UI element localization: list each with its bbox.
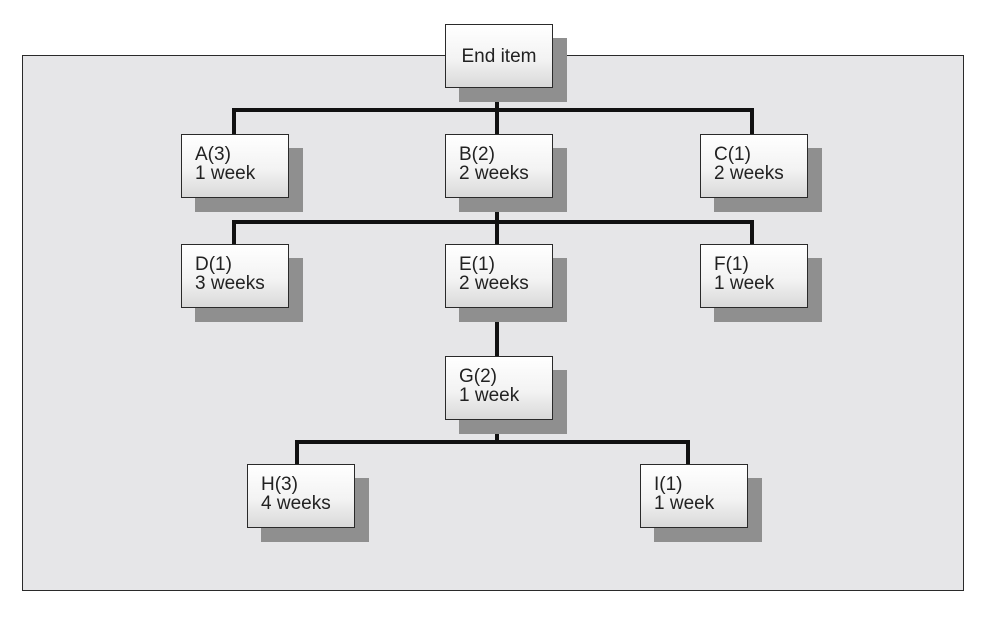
node-f-name: F(1)	[714, 254, 749, 275]
node-d-name: D(1)	[195, 254, 232, 275]
node-box: G(2) 1 week	[445, 356, 553, 420]
node-h-name: H(3)	[261, 474, 298, 495]
node-i-lead-time: 1 week	[654, 493, 715, 514]
node-a: A(3) 1 week	[181, 134, 303, 212]
node-c-name: C(1)	[714, 144, 751, 165]
node-d-lead-time: 3 weeks	[195, 273, 265, 294]
node-d: D(1) 3 weeks	[181, 244, 303, 322]
node-g-lead-time: 1 week	[459, 385, 520, 406]
node-end-item: End item	[445, 24, 567, 102]
node-box: C(1) 2 weeks	[700, 134, 808, 198]
node-end-item-label: End item	[461, 45, 537, 67]
node-a-lead-time: 1 week	[195, 163, 256, 184]
node-e-name: E(1)	[459, 254, 495, 275]
node-box: I(1) 1 week	[640, 464, 748, 528]
node-c-lead-time: 2 weeks	[714, 163, 784, 184]
node-g-name: G(2)	[459, 366, 497, 387]
node-box: F(1) 1 week	[700, 244, 808, 308]
node-i-name: I(1)	[654, 474, 683, 495]
node-h: H(3) 4 weeks	[247, 464, 369, 542]
node-box: B(2) 2 weeks	[445, 134, 553, 198]
node-b-name: B(2)	[459, 144, 495, 165]
node-box: D(1) 3 weeks	[181, 244, 289, 308]
node-box: H(3) 4 weeks	[247, 464, 355, 528]
node-box: A(3) 1 week	[181, 134, 289, 198]
node-e-lead-time: 2 weeks	[459, 273, 529, 294]
node-b-lead-time: 2 weeks	[459, 163, 529, 184]
node-g: G(2) 1 week	[445, 356, 567, 434]
node-b: B(2) 2 weeks	[445, 134, 567, 212]
node-f: F(1) 1 week	[700, 244, 822, 322]
node-a-name: A(3)	[195, 144, 231, 165]
node-e: E(1) 2 weeks	[445, 244, 567, 322]
node-f-lead-time: 1 week	[714, 273, 775, 294]
node-box: End item	[445, 24, 553, 88]
node-i: I(1) 1 week	[640, 464, 762, 542]
node-c: C(1) 2 weeks	[700, 134, 822, 212]
node-h-lead-time: 4 weeks	[261, 493, 331, 514]
node-box: E(1) 2 weeks	[445, 244, 553, 308]
